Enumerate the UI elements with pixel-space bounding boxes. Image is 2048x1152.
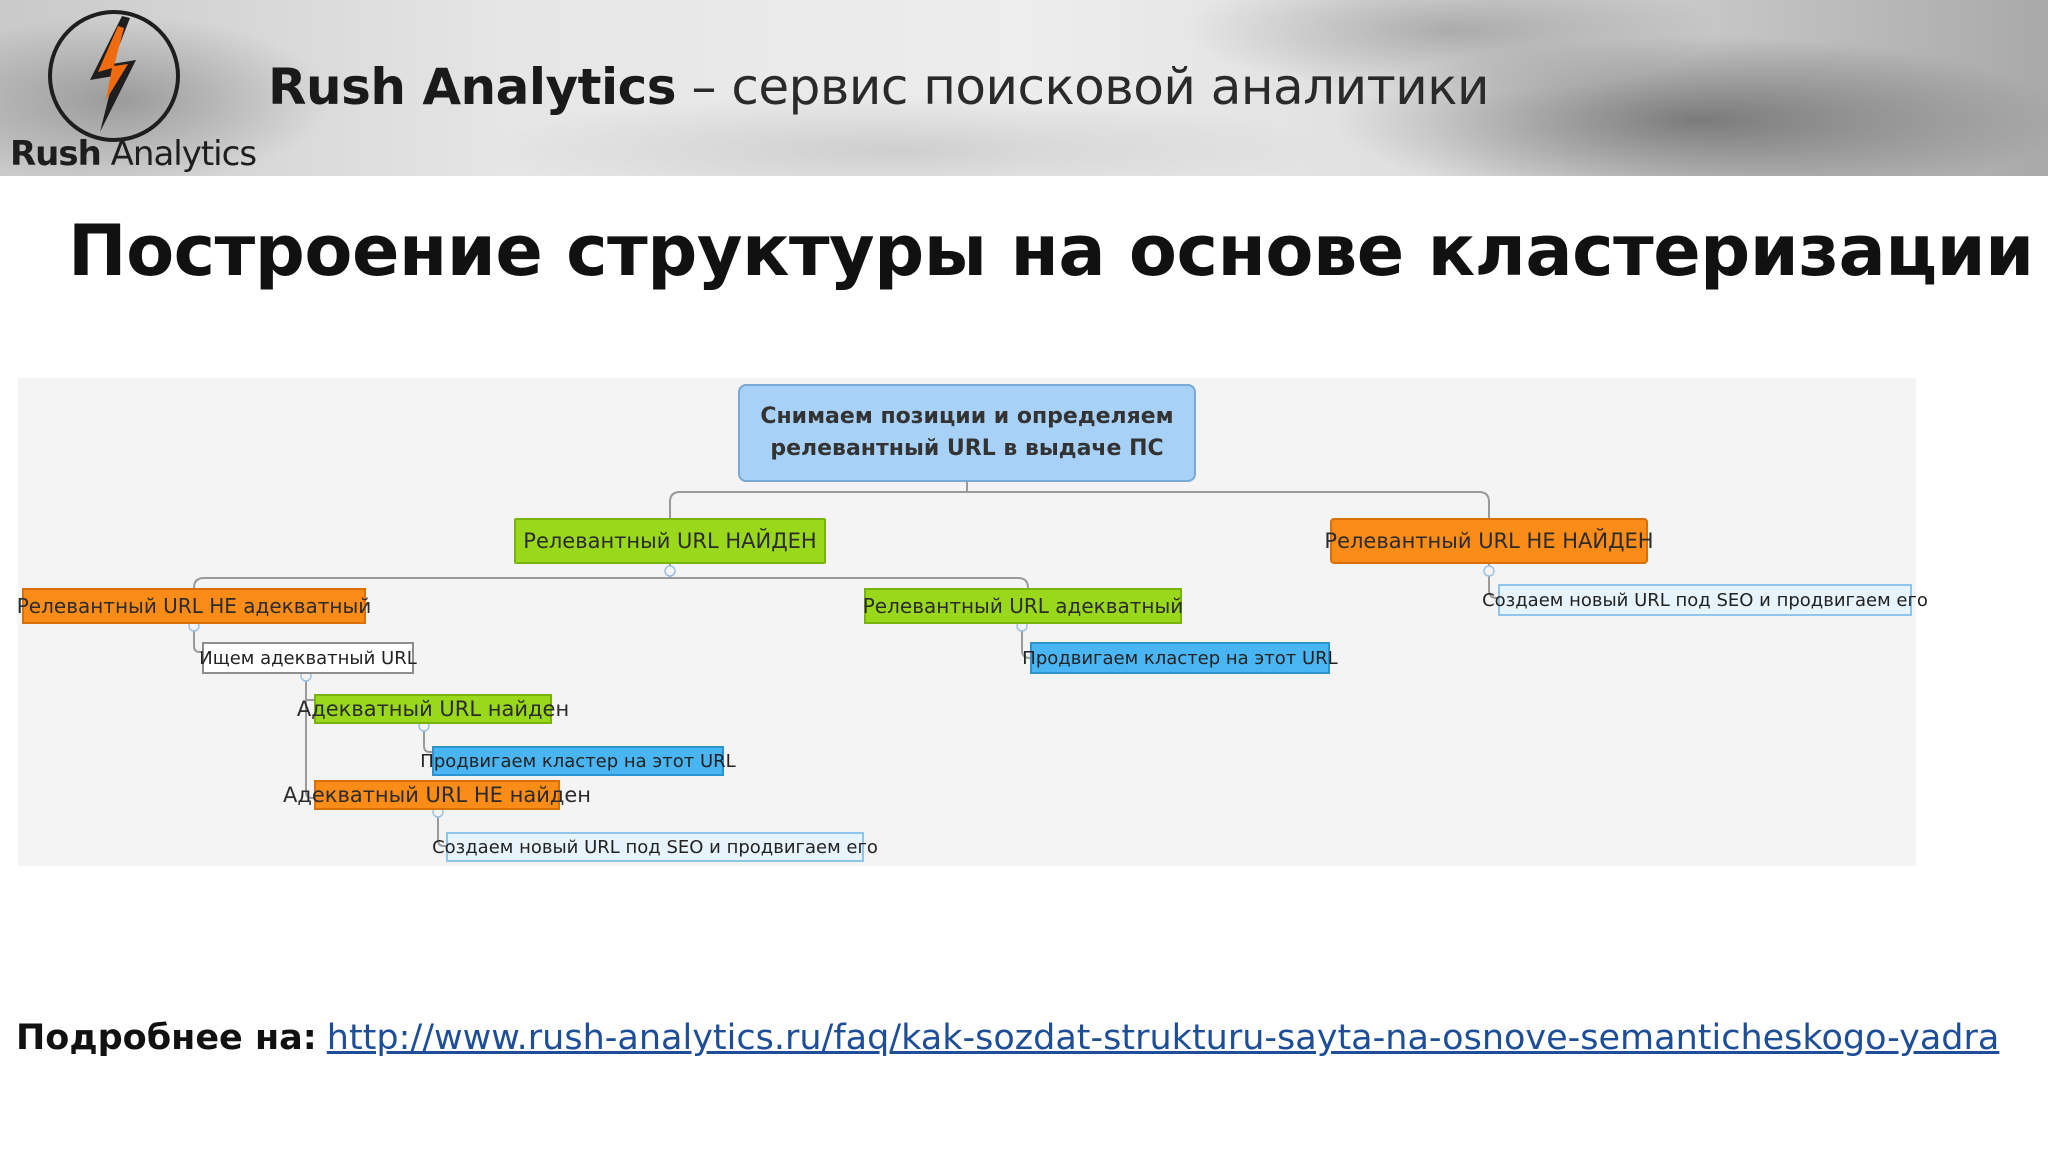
logo-wordmark-rest: Analytics xyxy=(100,134,257,174)
connector-adequate-not-found-action xyxy=(437,810,446,847)
node-root[interactable]: Снимаем позиции и определяем релевантный… xyxy=(738,384,1196,482)
node-adequate-found-action[interactable]: Продвигаем кластер на этот URL xyxy=(420,746,736,776)
logo-circle xyxy=(48,10,180,142)
node-url-adequate[interactable]: Релевантный URL адекватный xyxy=(863,588,1183,624)
connector-not-adequate-search xyxy=(193,624,202,653)
node-url-not-adequate[interactable]: Релевантный URL НЕ адекватный xyxy=(17,588,371,624)
node-search-adequate[interactable]: Ищем адекватный URL xyxy=(199,642,417,674)
connector-search-not-found xyxy=(305,674,314,799)
node-adequate-not-found[interactable]: Адекватный URL НЕ найден xyxy=(283,780,591,810)
footer-label: Подробнее на: xyxy=(16,1018,317,1058)
lightning-bolt-icon xyxy=(90,16,136,132)
header-brand: Rush Analytics xyxy=(268,58,677,116)
header-banner: Rush Analytics Rush Analytics – сервис п… xyxy=(0,0,2048,176)
node-adequate-not-found-action[interactable]: Создаем новый URL под SEO и продвигаем е… xyxy=(432,832,878,862)
collapse-toggle-icon xyxy=(1483,565,1495,577)
connector-root-branches xyxy=(669,491,1490,518)
connector-not-found-action xyxy=(1488,564,1498,599)
structure-diagram: Снимаем позиции и определяем релевантный… xyxy=(17,378,1928,866)
connector-adequate-found-action xyxy=(423,722,432,753)
connector-adequate-action xyxy=(1021,620,1031,659)
node-url-found[interactable]: Релевантный URL НАЙДЕН xyxy=(514,518,826,564)
logo: Rush Analytics xyxy=(8,6,257,174)
node-not-found-action[interactable]: Создаем новый URL под SEO и продвигаем е… xyxy=(1482,584,1928,616)
node-adequate-action[interactable]: Продвигаем кластер на этот URL xyxy=(1022,642,1338,674)
node-url-not-found[interactable]: Релевантный URL НЕ НАЙДЕН xyxy=(1324,518,1654,564)
connector-found-branches xyxy=(193,577,1029,602)
node-root-line2: релевантный URL в выдаче ПС xyxy=(770,436,1164,461)
header-subtitle: – сервис поисковой аналитики xyxy=(676,58,1489,116)
slide-title: Построение структуры на основе кластериз… xyxy=(68,210,2034,292)
header-title: Rush Analytics – сервис поисковой аналит… xyxy=(268,58,1489,116)
collapse-toggle-icon xyxy=(664,565,676,577)
footer-link[interactable]: http://www.rush-analytics.ru/faq/kak-soz… xyxy=(326,1018,2000,1058)
logo-wordmark: Rush Analytics xyxy=(10,134,257,174)
logo-wordmark-bold: Rush xyxy=(10,134,102,174)
node-root-line1: Снимаем позиции и определяем xyxy=(760,404,1174,429)
footer: Подробнее на:http://www.rush-analytics.r… xyxy=(16,1018,1999,1058)
node-adequate-found[interactable]: Адекватный URL найден xyxy=(297,694,569,724)
